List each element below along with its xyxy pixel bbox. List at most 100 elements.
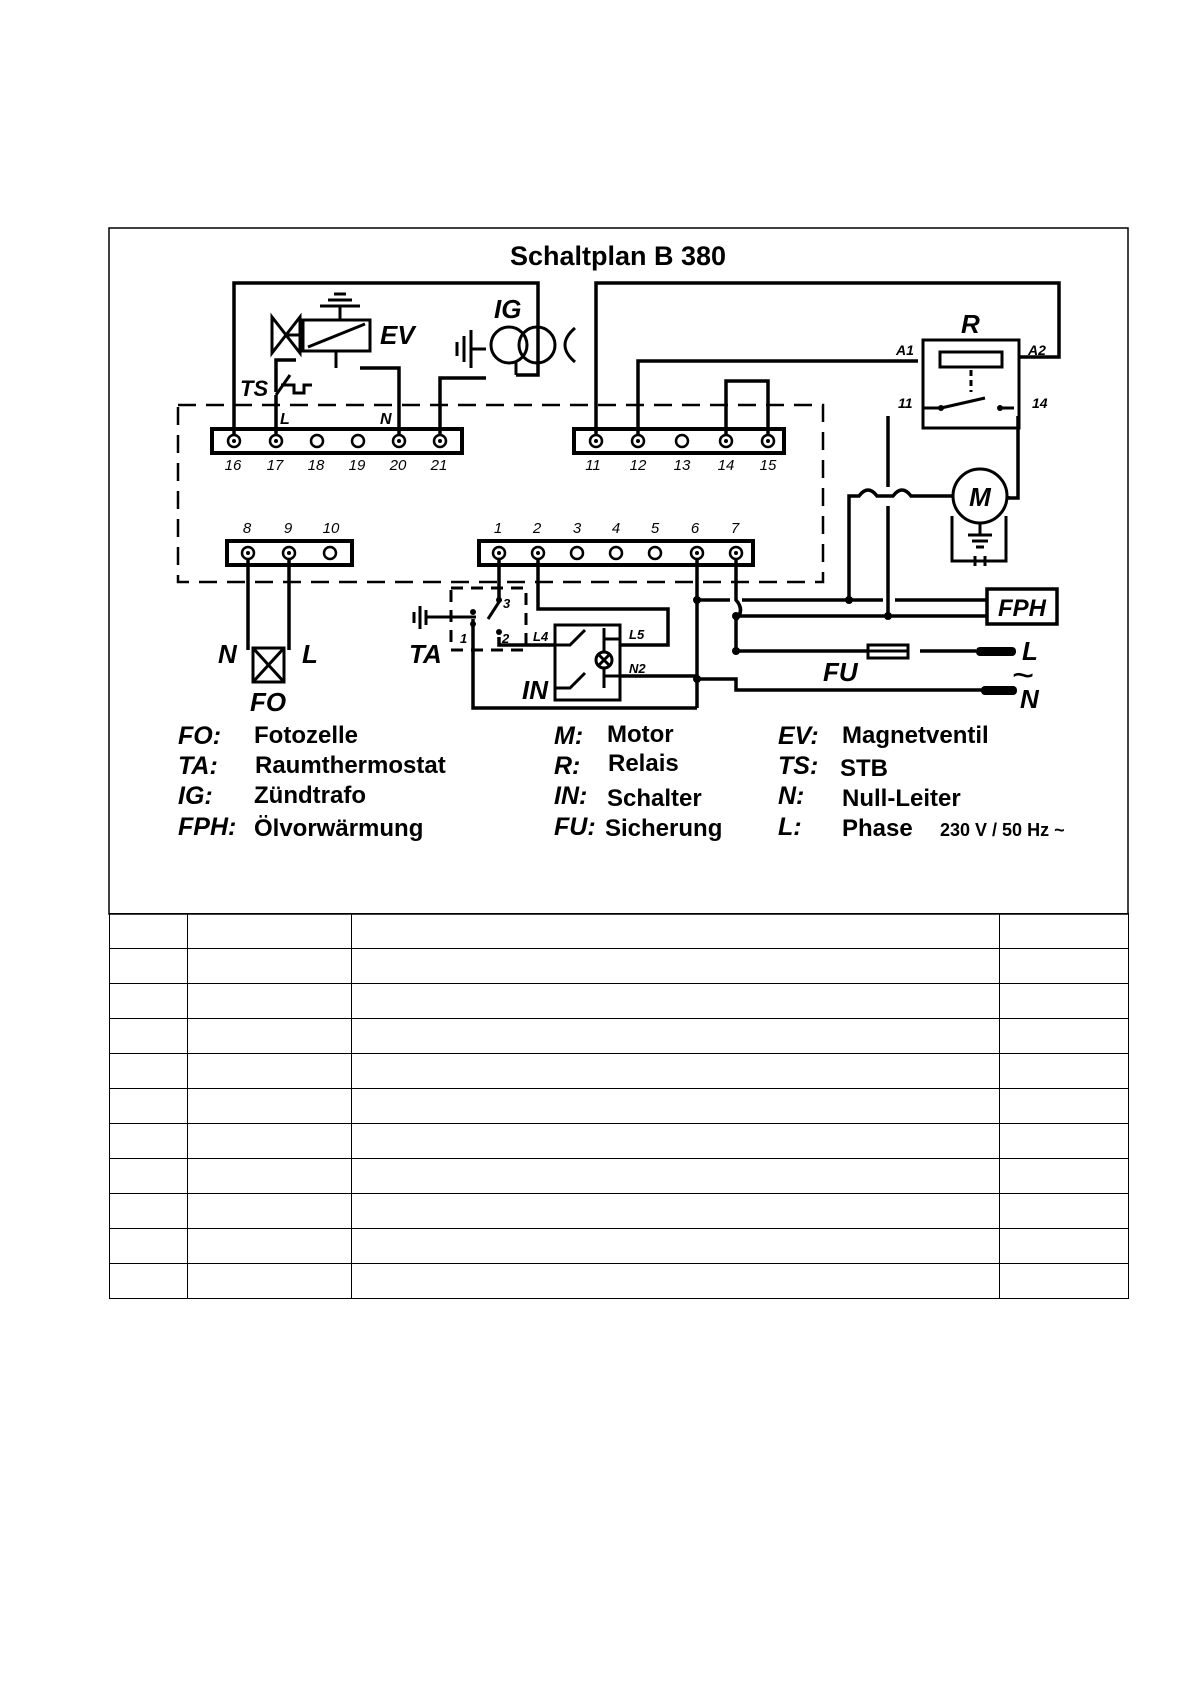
table-cell: [187, 1158, 352, 1194]
fu-label: FU: [823, 657, 859, 687]
table-cell: [999, 1193, 1129, 1229]
terminal-2: [530, 545, 546, 561]
terminal-17: [268, 433, 284, 449]
legend-value: Ölvorwärmung: [254, 815, 423, 842]
diagram-title: Schaltplan B 380: [510, 241, 726, 271]
legend-key: IN:: [554, 782, 587, 810]
terminal-15: [760, 433, 776, 449]
table-row: [109, 1263, 1129, 1299]
table-cell: [109, 1123, 188, 1159]
motor-symbol: [950, 467, 1009, 566]
relay-symbol: [921, 338, 1021, 430]
ta-label: TA: [409, 639, 442, 669]
terminal-21: [432, 433, 448, 449]
table-cell: [109, 983, 188, 1019]
ts-label: TS: [240, 376, 268, 401]
fph-label: FPH: [998, 595, 1047, 622]
ev-label: EV: [380, 320, 417, 350]
table-cell: [109, 1158, 188, 1194]
in-label: IN: [522, 675, 549, 705]
table-cell: [999, 1158, 1129, 1194]
legend-key: FO:: [178, 722, 221, 750]
mains-connector: [976, 647, 1017, 695]
stb-switch-symbol: [274, 374, 312, 396]
terminal-5: [647, 545, 663, 561]
legend-value: Sicherung: [605, 815, 722, 842]
legend-value: Relais: [608, 750, 679, 777]
wiring: [232, 281, 1061, 710]
terminal-label: 2: [532, 520, 542, 537]
terminal-16: [226, 433, 242, 449]
table-row: [109, 948, 1129, 984]
legend-key: FU:: [554, 813, 596, 841]
table-cell: [187, 1088, 352, 1124]
terminal-13: [674, 433, 690, 449]
legend-value: Schalter: [607, 785, 702, 812]
legend-value: Null-Leiter: [842, 785, 961, 812]
table-row: [109, 1123, 1129, 1159]
terminal-block-1-7: 1 2 3 4 5 6 7: [477, 520, 755, 567]
ignition-transformer-symbol: [455, 325, 577, 375]
relay-a1-label: A1: [895, 342, 914, 358]
ts-l-label: L: [280, 411, 290, 428]
legend-key: EV:: [778, 722, 819, 750]
legend-key: TA:: [178, 752, 218, 780]
terminal-label: 3: [573, 520, 582, 537]
terminal-label: 17: [267, 457, 284, 474]
legend-voltage-note: 230 V / 50 Hz ~: [940, 820, 1065, 840]
terminal-label: 10: [323, 520, 340, 537]
terminal-label: 5: [651, 520, 660, 537]
table-cell: [109, 1193, 188, 1229]
terminal-label: 18: [308, 457, 325, 474]
relay-a2-label: A2: [1027, 342, 1046, 358]
table-cell: [351, 1193, 1000, 1229]
table-cell: [351, 1088, 1000, 1124]
terminal-18: [309, 433, 325, 449]
legend-key: IG:: [178, 782, 213, 810]
legend-key: M:: [554, 722, 583, 750]
terminal-label: 13: [674, 457, 691, 474]
photocell-symbol: [251, 646, 286, 684]
terminal-label: 8: [243, 520, 252, 537]
ta-terminal-3: 3: [503, 596, 511, 611]
table-row: [109, 913, 1129, 949]
table-row: [109, 1158, 1129, 1194]
legend-value: Zündtrafo: [254, 782, 366, 809]
terminal-block-11-15: 11 12 13 14 15: [572, 427, 786, 474]
table-cell: [187, 1228, 352, 1264]
table-cell: [999, 948, 1129, 984]
table-row: [109, 1088, 1129, 1124]
legend-value: STB: [840, 755, 888, 782]
terminal-8: [240, 545, 256, 561]
relay-11-label: 11: [898, 395, 913, 411]
ta-terminal-2: 2: [501, 631, 510, 646]
solenoid-valve-symbol: [270, 292, 372, 368]
ig-label: IG: [494, 294, 521, 324]
legend-value: Raumthermostat: [255, 752, 446, 779]
table-cell: [187, 1263, 352, 1299]
terminal-6: [689, 545, 705, 561]
legend-value: Motor: [607, 721, 674, 748]
fo-label: FO: [250, 687, 286, 717]
terminal-9: [281, 545, 297, 561]
mains-wave-label: ~: [1012, 655, 1034, 697]
table-cell: [999, 1053, 1129, 1089]
relay-label: R: [961, 309, 980, 339]
in-l5-label: L5: [629, 627, 645, 642]
terminal-label: 4: [612, 520, 620, 537]
table-cell: [999, 1228, 1129, 1264]
table-row: [109, 1228, 1129, 1264]
legend-key: L:: [778, 813, 802, 841]
table-cell: [187, 1123, 352, 1159]
burner-housing-boundary: [176, 403, 825, 584]
relay-14-label: 14: [1032, 395, 1048, 411]
mains-n-label: N: [1020, 684, 1040, 714]
table-cell: [109, 913, 188, 949]
table-cell: [999, 983, 1129, 1019]
motor-label: M: [969, 482, 992, 512]
table-cell: [351, 1228, 1000, 1264]
room-thermostat-symbol: [412, 586, 528, 652]
table-cell: [187, 983, 352, 1019]
table-cell: [187, 913, 352, 949]
